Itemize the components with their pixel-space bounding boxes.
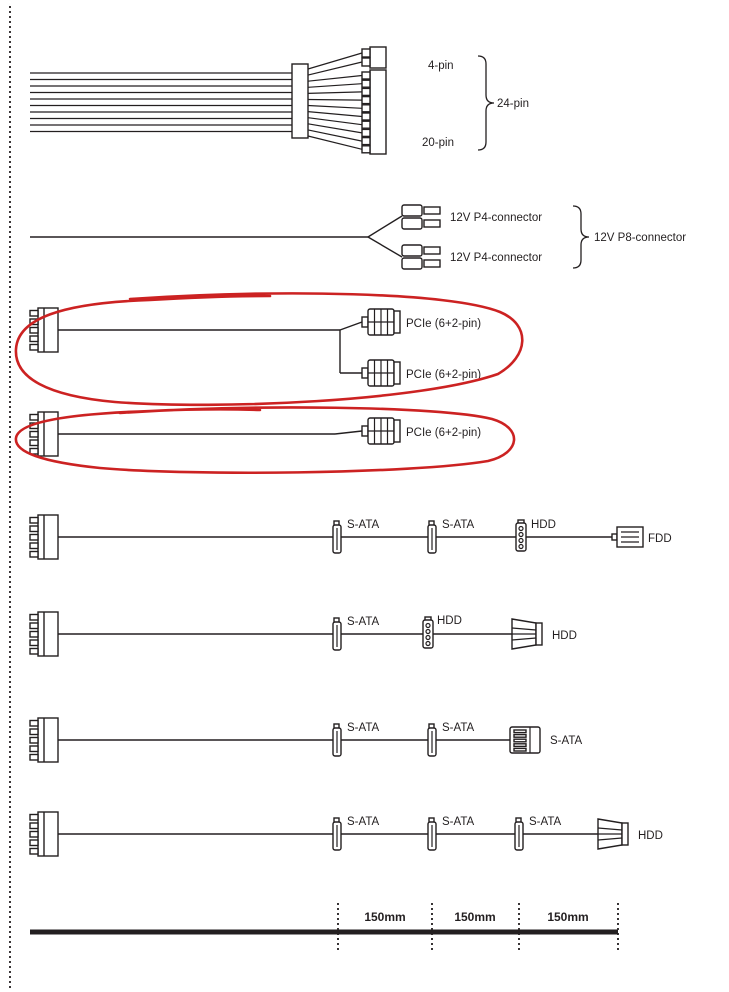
sata-connector	[427, 817, 437, 851]
label-sata: S-ATA	[347, 722, 379, 734]
psu-side-plug	[29, 307, 59, 353]
label-sata: S-ATA	[347, 616, 379, 628]
label-sata: S-ATA	[529, 816, 561, 828]
pcie-connector	[361, 417, 401, 445]
peripheral-cable-2: S-ATA HDD HDD	[29, 611, 577, 657]
atx-4pin-connector	[361, 46, 387, 69]
fdd-connector	[611, 526, 644, 548]
pcie-single-cable: PCIe (6+2-pin)	[29, 411, 481, 457]
atx-20pin-connector	[361, 69, 387, 155]
psu-side-plug	[29, 611, 59, 657]
psu-side-plug	[29, 811, 59, 857]
peripheral-cable-4: S-ATA S-ATA S-ATA HDD	[29, 811, 663, 857]
label-pcie-bottom: PCIe (6+2-pin)	[406, 369, 481, 381]
pcie-connector-bottom	[361, 359, 401, 387]
label-pcie-single: PCIe (6+2-pin)	[406, 427, 481, 439]
label-p4-bottom: 12V P4-connector	[450, 252, 542, 264]
red-annotation-loop-2	[14, 406, 516, 475]
label-pcie-top: PCIe (6+2-pin)	[406, 318, 481, 330]
label-4pin: 4-pin	[428, 60, 454, 72]
label-hdd: HDD	[531, 519, 556, 531]
sata-connector	[427, 520, 437, 554]
cpu-12v-cable: 12V P4-connector 12V P4-connector 12V P8…	[30, 204, 686, 270]
atx-24pin-cable: 4-pin 20-pin 24-pin	[30, 46, 529, 155]
sata-connector	[332, 723, 342, 757]
atx-wire-bundle	[30, 72, 292, 133]
atx-cable-sleeve	[291, 63, 309, 139]
p4-connector-bottom	[401, 244, 441, 270]
label-sata: S-ATA	[442, 519, 474, 531]
sata-connector	[427, 723, 437, 757]
sata-end-connector	[509, 726, 541, 754]
label-sata: S-ATA	[347, 816, 379, 828]
measurement-ruler: 150mm 150mm 150mm	[30, 903, 619, 951]
brace-24pin	[477, 55, 495, 151]
label-hdd-end: HDD	[552, 630, 577, 642]
psu-side-plug	[29, 514, 59, 560]
label-20pin: 20-pin	[422, 137, 454, 149]
label-150mm: 150mm	[547, 910, 588, 924]
brace-p8	[572, 205, 590, 269]
sata-connector	[514, 817, 524, 851]
label-24pin: 24-pin	[497, 98, 529, 110]
label-fdd: FDD	[648, 533, 672, 545]
label-sata: S-ATA	[347, 519, 379, 531]
sata-connector	[332, 617, 342, 651]
hdd-connector	[422, 616, 434, 649]
label-150mm: 150mm	[454, 910, 495, 924]
hdd-connector	[515, 519, 527, 552]
hdd-molex-connector	[511, 618, 543, 650]
label-hdd-end: HDD	[638, 830, 663, 842]
hdd-molex-connector	[597, 818, 629, 850]
label-p4-top: 12V P4-connector	[450, 212, 542, 224]
pcie-dual-cable: PCIe (6+2-pin) PCIe (6+2-pin)	[29, 307, 481, 387]
peripheral-cable-1: S-ATA S-ATA HDD FDD	[29, 514, 672, 560]
label-150mm: 150mm	[364, 910, 405, 924]
label-hdd: HDD	[437, 615, 462, 627]
psu-side-plug	[29, 717, 59, 763]
pcie-connector-top	[361, 308, 401, 336]
p4-connector-top	[401, 204, 441, 230]
label-sata-end: S-ATA	[550, 735, 582, 747]
label-p8: 12V P8-connector	[594, 232, 686, 244]
red-annotation-loop-1	[14, 292, 524, 407]
sata-connector	[332, 817, 342, 851]
sata-connector	[332, 520, 342, 554]
label-sata: S-ATA	[442, 722, 474, 734]
atx-fan-wires	[307, 52, 363, 150]
peripheral-cable-3: S-ATA S-ATA S-ATA	[29, 717, 582, 763]
label-sata: S-ATA	[442, 816, 474, 828]
